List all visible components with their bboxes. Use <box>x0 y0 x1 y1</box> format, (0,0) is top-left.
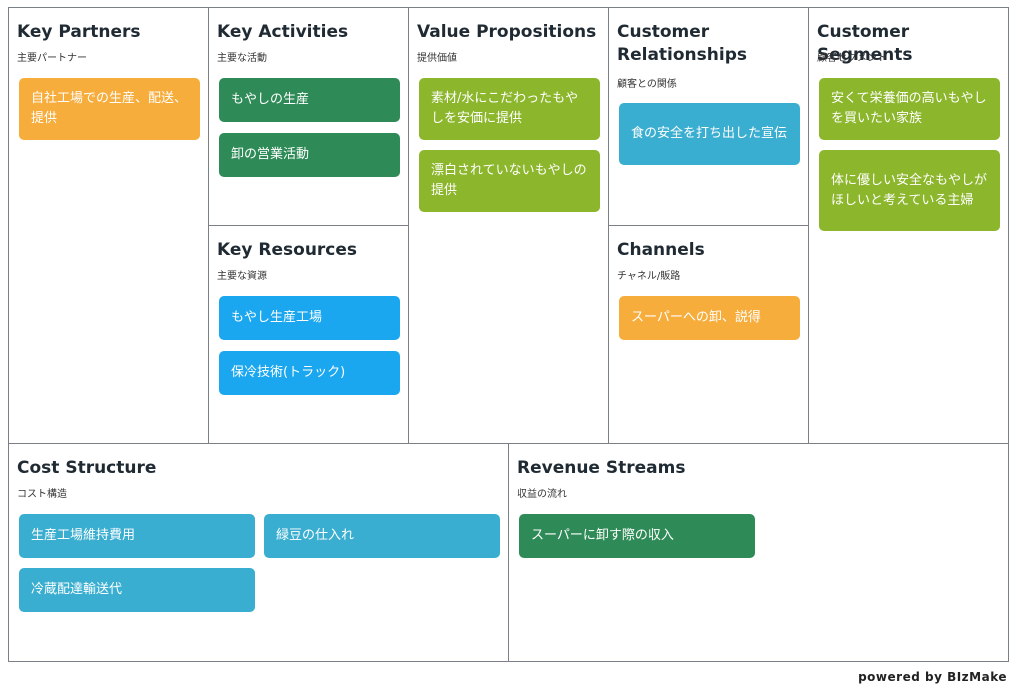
divider <box>508 443 509 661</box>
cost-structure-card[interactable]: 冷蔵配達輸送代 <box>19 568 255 612</box>
customer-relationships-title: Customer Relationships <box>617 22 747 65</box>
customer-relationships-card[interactable]: 食の安全を打ち出した宣伝 <box>619 103 800 165</box>
customer-segments-block: Customer Segments 顧客セグメント 安くて栄養価の高いもやしを買… <box>809 8 1008 443</box>
key-partners-block: Key Partners 主要パートナー 自社工場での生産、配送、提供 <box>9 8 208 443</box>
key-partners-subtitle: 主要パートナー <box>17 53 87 64</box>
value-propositions-title: Value Propositions <box>417 22 597 42</box>
channels-subtitle: チャネル/販路 <box>617 271 681 282</box>
value-propositions-card[interactable]: 素材/水にこだわったもやしを安価に提供 <box>419 78 600 140</box>
value-propositions-subtitle: 提供価値 <box>417 53 457 64</box>
divider <box>208 225 408 226</box>
value-propositions-card[interactable]: 漂白されていないもやしの提供 <box>419 150 600 212</box>
customer-segments-subtitle: 顧客セグメント <box>817 53 887 64</box>
revenue-streams-block: Revenue Streams 収益の流れ スーパーに卸す際の収入 <box>509 444 1008 661</box>
customer-relationships-block: Customer Relationships 顧客との関係 食の安全を打ち出した… <box>609 8 808 225</box>
key-resources-card[interactable]: もやし生産工場 <box>219 296 400 340</box>
channels-block: Channels チャネル/販路 スーパーへの卸、説得 <box>609 226 808 443</box>
key-partners-card[interactable]: 自社工場での生産、配送、提供 <box>19 78 200 140</box>
powered-by-label: powered by BIzMake <box>858 670 1007 684</box>
key-activities-card[interactable]: 卸の営業活動 <box>219 133 400 177</box>
key-activities-block: Key Activities 主要な活動 もやしの生産 卸の営業活動 <box>209 8 408 225</box>
cost-structure-block: Cost Structure コスト構造 生産工場維持費用 緑豆の仕入れ 冷蔵配… <box>9 444 508 661</box>
key-partners-title: Key Partners <box>17 22 141 42</box>
key-activities-subtitle: 主要な活動 <box>217 53 267 64</box>
revenue-streams-title: Revenue Streams <box>517 458 686 478</box>
divider <box>608 225 808 226</box>
customer-segments-card[interactable]: 安くて栄養価の高いもやしを買いたい家族 <box>819 78 1000 140</box>
business-model-canvas: Key Partners 主要パートナー 自社工場での生産、配送、提供 Key … <box>8 7 1009 662</box>
divider <box>808 8 809 443</box>
key-resources-block: Key Resources 主要な資源 もやし生産工場 保冷技術(トラック) <box>209 226 408 443</box>
cost-structure-card[interactable]: 緑豆の仕入れ <box>264 514 500 558</box>
customer-relationships-subtitle: 顧客との関係 <box>617 79 677 90</box>
key-resources-card[interactable]: 保冷技術(トラック) <box>219 351 400 395</box>
channels-title: Channels <box>617 240 705 260</box>
key-resources-title: Key Resources <box>217 240 358 260</box>
value-propositions-block: Value Propositions 提供価値 素材/水にこだわったもやしを安価… <box>409 8 608 443</box>
key-resources-subtitle: 主要な資源 <box>217 271 267 282</box>
cost-structure-card[interactable]: 生産工場維持費用 <box>19 514 255 558</box>
cost-structure-subtitle: コスト構造 <box>17 489 67 500</box>
customer-segments-title: Customer Segments <box>817 22 913 65</box>
customer-segments-card[interactable]: 体に優しい安全なもやしがほしいと考えている主婦 <box>819 150 1000 231</box>
key-activities-title: Key Activities <box>217 22 349 42</box>
channels-card[interactable]: スーパーへの卸、説得 <box>619 296 800 340</box>
divider <box>408 8 409 443</box>
revenue-streams-subtitle: 収益の流れ <box>517 489 567 500</box>
cost-structure-title: Cost Structure <box>17 458 157 478</box>
revenue-streams-card[interactable]: スーパーに卸す際の収入 <box>519 514 755 558</box>
key-activities-card[interactable]: もやしの生産 <box>219 78 400 122</box>
